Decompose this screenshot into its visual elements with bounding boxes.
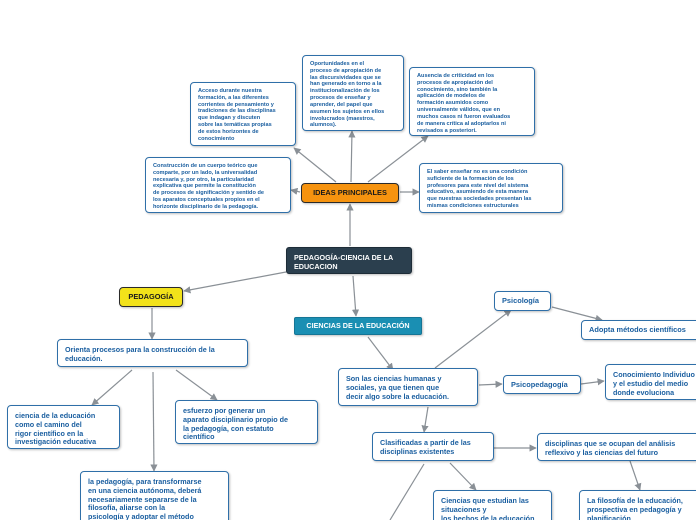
link-son-psicopedagogia — [478, 380, 503, 388]
link-disciplinas-filosofia — [629, 460, 642, 491]
link-ideas-construccion — [290, 187, 301, 195]
node-psicopedagogia[interactable]: Psicopedagogía — [503, 375, 581, 394]
node-psicologia[interactable]: Psicología — [494, 291, 551, 311]
link-center-ciencias — [351, 275, 360, 317]
link-ideas-oportunidades — [348, 130, 356, 183]
node-ciencia-de-la-educacion[interactable]: ciencia de la educación como el camino d… — [7, 405, 120, 449]
link-clasificadas-situaciones — [449, 462, 477, 491]
node-orienta-procesos[interactable]: Orienta procesos para la construcción de… — [57, 339, 248, 367]
node-ideas-principales[interactable]: IDEAS PRINCIPALES — [301, 183, 399, 203]
link-orienta-esfuerzo — [175, 369, 218, 401]
node-disciplinas-analisis[interactable]: disciplinas que se ocupan del análisis r… — [537, 433, 696, 461]
node-ciencias-de-la-educacion[interactable]: CIENCIAS DE LA EDUCACIÓN — [294, 317, 422, 335]
link-psicopedagogia-conocimiento — [580, 378, 605, 386]
link-psicologia-adopta — [551, 306, 603, 322]
link-clasificadas-offscreen — [389, 463, 425, 520]
link-son-clasificadas — [421, 406, 429, 433]
node-pedagogia-transformarse[interactable]: la pedagogía, para transformarse en una … — [80, 471, 229, 520]
node-idea-saber[interactable]: El saber enseñar no es una condición suf… — [419, 163, 563, 213]
node-idea-acceso[interactable]: Acceso durante nuestra formación, a las … — [190, 82, 296, 146]
link-orienta-transformarse — [150, 371, 158, 472]
node-adopta-metodos[interactable]: Adopta métodos científicos — [581, 320, 696, 340]
node-central-topic[interactable]: PEDAGOGÍA-CIENCIA DE LA EDUCACION — [286, 247, 412, 274]
node-filosofia-educacion[interactable]: La filosofía de la educación, prospectiv… — [579, 490, 696, 520]
node-conocimiento-individuo[interactable]: Conocimiento Individuo y el estudio del … — [605, 364, 696, 400]
node-son-ciencias-humanas[interactable]: Son las ciencias humanas y sociales, ya … — [338, 368, 478, 406]
node-idea-construccion[interactable]: Construcción de un cuerpo teórico que co… — [145, 157, 291, 213]
node-idea-ausencia[interactable]: Ausencia de criticidad en los procesos d… — [409, 67, 535, 136]
node-ciencias-situaciones[interactable]: Ciencias que estudian las situaciones y … — [433, 490, 552, 520]
node-esfuerzo-aparato[interactable]: esfuerzo por generar un aparato discipli… — [175, 400, 318, 444]
node-clasificadas[interactable]: Clasificadas a partir de las disciplinas… — [372, 432, 494, 461]
link-ideas-ausencia — [367, 135, 429, 183]
link-orienta-ciencia — [91, 369, 133, 406]
link-ideas-acceso — [293, 147, 337, 183]
node-pedagogia[interactable]: PEDAGOGÍA — [119, 287, 183, 307]
node-idea-oportunidades[interactable]: Oportunidades en el proceso de apropiaci… — [302, 55, 404, 131]
link-son-psicologia — [434, 309, 512, 369]
link-ciencias-son — [367, 336, 394, 371]
link-center-pedagogia — [183, 271, 287, 294]
